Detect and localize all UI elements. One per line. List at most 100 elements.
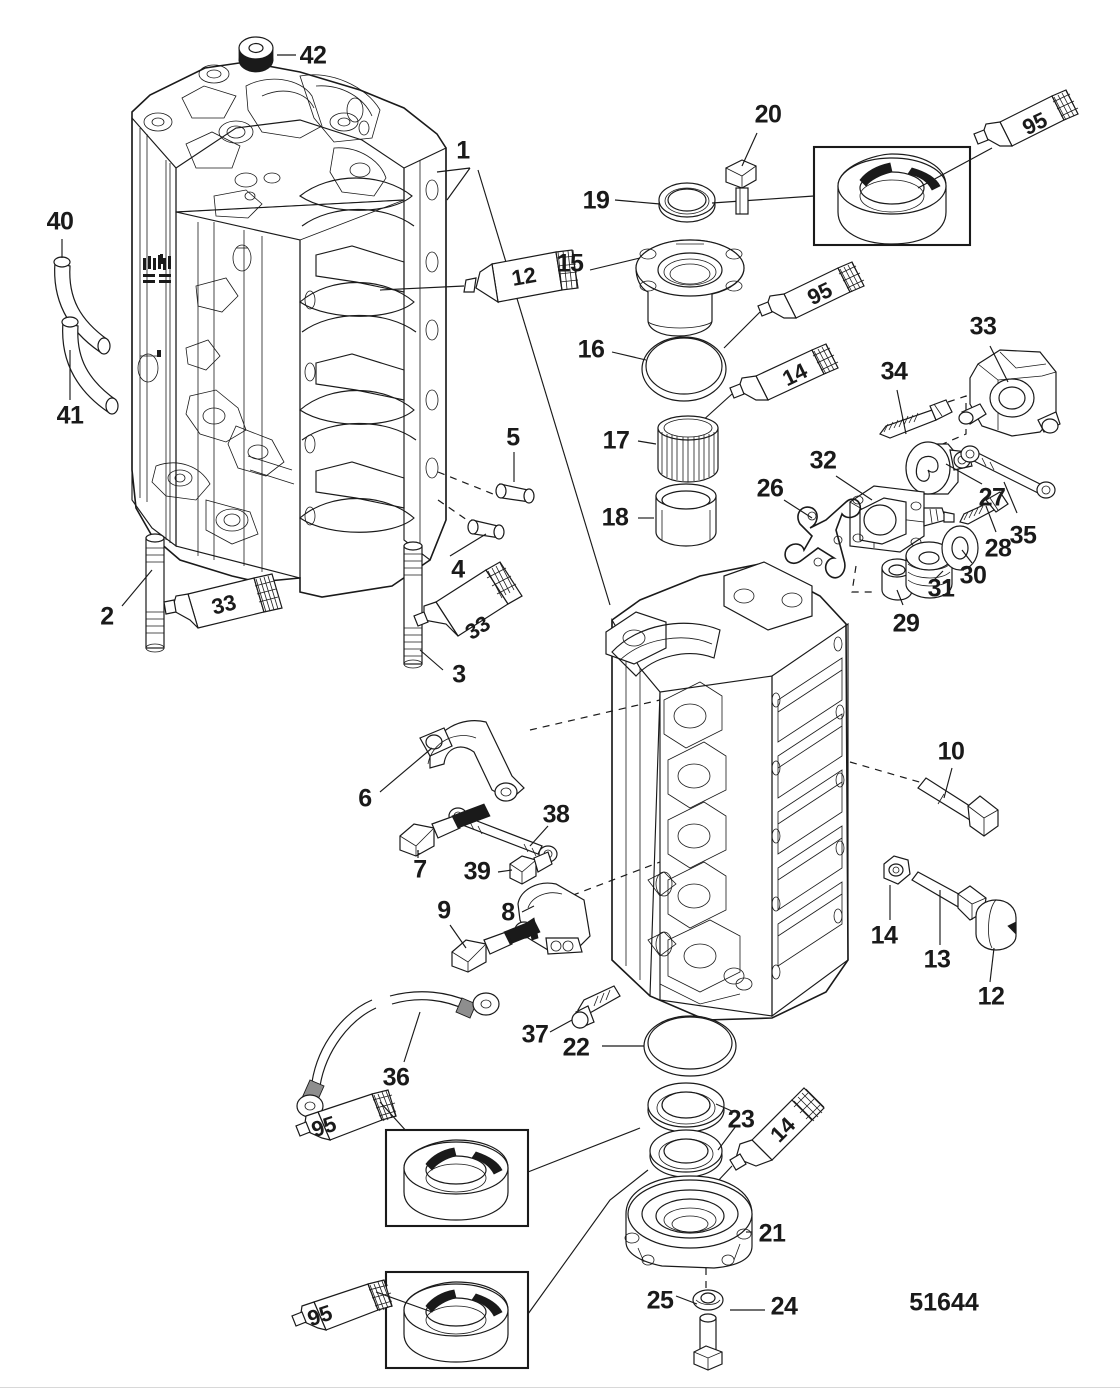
- leader-31: [931, 570, 944, 583]
- callout-30: 30: [959, 561, 987, 590]
- callout-39: 39: [463, 857, 491, 886]
- leader-23-a: [715, 1103, 735, 1113]
- inset-seal-top-right: [837, 153, 947, 245]
- leader-17: [637, 440, 657, 445]
- leader-39: [497, 869, 513, 873]
- part-17-needle-bearing: [657, 415, 719, 483]
- callout-7: 7: [413, 855, 427, 884]
- part-15-end-cap: [635, 239, 745, 337]
- part-3-stud: [403, 541, 423, 669]
- callout-19: 19: [582, 186, 610, 215]
- leader-37: [549, 1019, 573, 1033]
- leader-28: [985, 505, 997, 533]
- part-12-cap-plug: [975, 899, 1017, 951]
- part-25-lock-washer: [692, 1289, 724, 1311]
- leader-36: [403, 1011, 421, 1063]
- part-7-flange-bolt: [399, 803, 491, 857]
- part-10-long-bolt: [917, 777, 999, 837]
- callout-29: 29: [892, 609, 920, 638]
- callout-21: 21: [758, 1219, 786, 1248]
- leader-12-plug: [989, 947, 995, 983]
- inset-seal-bottom-2: [403, 1281, 509, 1363]
- part-4-dowel-pin: [467, 519, 505, 540]
- callout-3: 3: [452, 660, 466, 689]
- dash-cap-6: [529, 699, 661, 731]
- leader-10: [943, 767, 953, 799]
- callout-16: 16: [577, 335, 605, 364]
- callout-33-top: 33: [969, 312, 997, 341]
- leader-23-b: [717, 1125, 737, 1151]
- part-22-o-ring: [643, 1015, 737, 1077]
- callout-18: 18: [601, 503, 629, 532]
- callout-31: 31: [927, 574, 955, 603]
- part-24-bolt: [693, 1313, 723, 1371]
- callout-9: 9: [437, 896, 451, 925]
- part-27-cam-follower: [905, 441, 973, 495]
- dash-dowel-4: [437, 499, 471, 523]
- part-95-tube-bottom2: [291, 1279, 393, 1331]
- leader-inset1-to-seal: [527, 1127, 641, 1173]
- crankcase-cover-assembly: [605, 561, 849, 1021]
- leader-15: [589, 257, 641, 271]
- leader-20: [741, 132, 758, 167]
- part-13-bolt: [911, 871, 987, 921]
- part-31-spacer: [905, 541, 953, 599]
- callout-5: 5: [506, 423, 520, 452]
- drawing-number: 51644: [909, 1288, 979, 1317]
- callout-38: 38: [542, 800, 570, 829]
- callout-14-nut: 14: [870, 921, 898, 950]
- callout-24: 24: [770, 1292, 798, 1321]
- callout-32: 32: [809, 446, 837, 475]
- leader-19: [614, 199, 661, 205]
- part-6-bearing-cap: [419, 720, 525, 802]
- leader-95-top-inset: [917, 147, 993, 189]
- leader-95-b2: [375, 1291, 433, 1313]
- leader-25: [675, 1295, 698, 1305]
- callout-26: 26: [756, 474, 784, 503]
- callout-23: 23: [727, 1105, 755, 1134]
- leader-27: [945, 463, 983, 485]
- leader-1-long: [477, 169, 611, 606]
- part-23-oil-seal-upper: [647, 1082, 725, 1133]
- callout-13: 13: [923, 945, 951, 974]
- callout-17: 17: [602, 426, 630, 455]
- part-20-bolt: [725, 159, 757, 215]
- leader-33-top: [989, 345, 1009, 383]
- part-21-end-cap: [624, 1175, 753, 1269]
- leader-95-mid: [723, 311, 761, 349]
- leader-29: [896, 589, 904, 606]
- callout-2: 2: [100, 602, 114, 631]
- callout-34: 34: [880, 357, 908, 386]
- assembly-dash-29: [851, 565, 874, 593]
- cylinder-block-assembly: [131, 61, 447, 598]
- part-95-tube-mid: [757, 261, 865, 319]
- dash-dowel-5: [437, 471, 499, 497]
- part-14-tube-bottom: [729, 1087, 825, 1171]
- part-9-flange-bolt: [451, 919, 541, 973]
- leader-30: [961, 549, 973, 564]
- leader-38: [529, 825, 549, 847]
- part-8-bearing-cap-lower: [514, 882, 591, 955]
- callout-41: 41: [56, 401, 84, 430]
- leader-12-tip: [379, 285, 465, 291]
- tube-label-12-upper: 12: [509, 262, 539, 291]
- part-18-bearing-race: [655, 483, 717, 547]
- part-37-screw: [571, 985, 621, 1029]
- callout-27: 27: [978, 483, 1006, 512]
- callout-20: 20: [754, 100, 782, 129]
- callout-6: 6: [358, 784, 372, 813]
- callout-25: 25: [646, 1286, 674, 1315]
- leader-4: [449, 533, 487, 557]
- part-32-fitting-block: [849, 485, 955, 553]
- part-33-retainer-housing: [958, 349, 1061, 437]
- part-14-tube-upper: [729, 343, 839, 401]
- leader-32: [835, 475, 873, 501]
- callout-35: 35: [1009, 521, 1037, 550]
- part-41-hose: [61, 316, 119, 415]
- part-19-oil-seal: [658, 182, 716, 223]
- part-26-spring-clip: [784, 498, 862, 579]
- tube-label-33-left: 33: [208, 589, 239, 620]
